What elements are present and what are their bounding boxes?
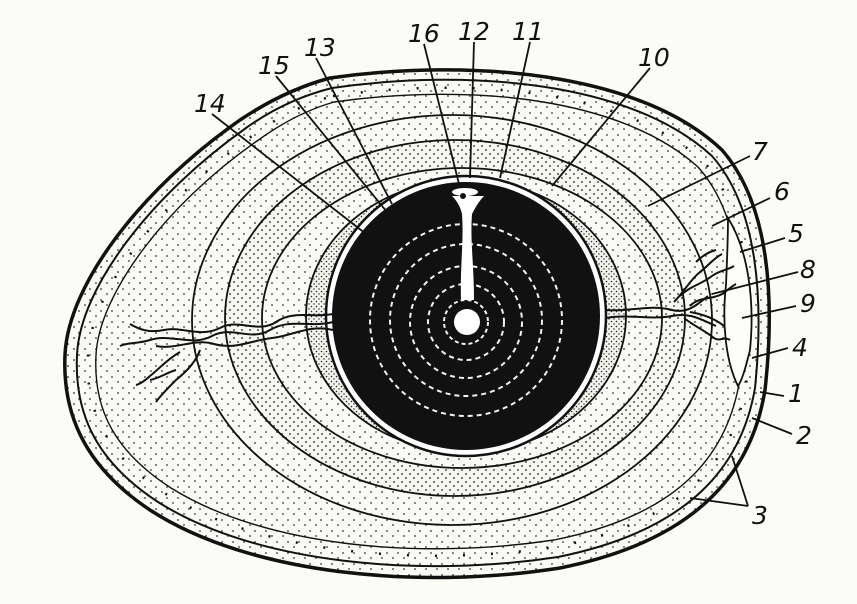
callout-label-14: 14 xyxy=(194,89,226,118)
chalaza-left xyxy=(119,313,334,403)
callout-label-6: 6 xyxy=(774,177,790,206)
callout-label-15: 15 xyxy=(258,51,290,80)
chalaza-right xyxy=(605,249,737,341)
callout-label-11: 11 xyxy=(512,17,544,46)
callout-label-8: 8 xyxy=(800,255,816,284)
inner-shell-membrane xyxy=(95,93,744,550)
callout-label-12: 12 xyxy=(458,17,490,46)
callout-label-2: 2 xyxy=(796,421,812,450)
callout-label-1: 1 xyxy=(788,379,804,408)
callout-label-16: 16 xyxy=(408,19,440,48)
callout-label-3: 3 xyxy=(752,501,768,530)
germinal-disc xyxy=(452,188,478,196)
callout-label-10: 10 xyxy=(638,43,670,72)
yolk-layer-ring xyxy=(443,299,489,345)
callout-label-4: 4 xyxy=(792,333,808,362)
callout-label-13: 13 xyxy=(304,33,336,62)
germinal-disc-center xyxy=(460,193,466,199)
callout-label-5: 5 xyxy=(788,219,804,248)
latebra-neck xyxy=(452,196,484,300)
leader-lines xyxy=(211,41,799,507)
yolk-layer-ring xyxy=(427,283,505,361)
shell-inner-contour xyxy=(75,78,760,568)
latebra xyxy=(454,309,480,335)
yolk-layer-ring xyxy=(389,243,543,397)
callout-label-7: 7 xyxy=(752,137,768,166)
callout-label-9: 9 xyxy=(800,289,816,318)
